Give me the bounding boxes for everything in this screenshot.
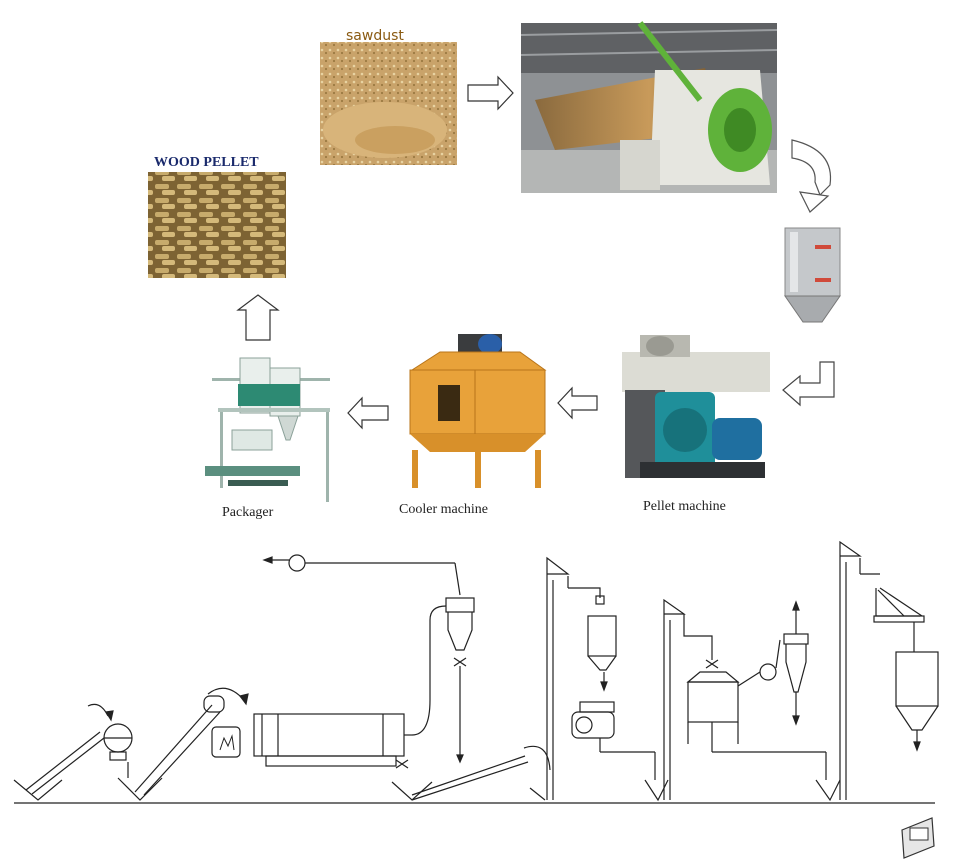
feeding-hopper-photo bbox=[784, 227, 841, 323]
sawdust-photo bbox=[320, 42, 457, 165]
cyclone-1 bbox=[445, 597, 475, 613]
wood-pellet-photo bbox=[148, 172, 286, 278]
arrow-left-icon bbox=[347, 396, 389, 430]
intake-hopper bbox=[13, 779, 63, 801]
arrow-left-icon bbox=[557, 386, 598, 420]
pellet-machine-label: Pellet machine bbox=[643, 499, 726, 514]
bent-arrow-icon bbox=[782, 361, 835, 407]
bucket-elevator-1 bbox=[546, 556, 570, 800]
cyclone-2 bbox=[783, 633, 809, 645]
packager-label: Packager bbox=[222, 505, 274, 520]
bucket-elevator-3 bbox=[839, 540, 862, 800]
fan-2 bbox=[759, 663, 777, 681]
furnace bbox=[211, 726, 241, 758]
arrow-right-icon bbox=[467, 75, 514, 111]
exhaust-fan bbox=[288, 554, 306, 572]
logo-icon bbox=[901, 817, 935, 859]
rotary-dryer-photo bbox=[520, 21, 778, 193]
bucket-elevator-2 bbox=[663, 598, 686, 800]
pellet-machine-photo bbox=[622, 335, 770, 478]
process-schematic bbox=[13, 540, 939, 804]
storage-bin-1 bbox=[587, 615, 617, 657]
cooler-schematic bbox=[686, 671, 740, 683]
cooler-machine-photo bbox=[409, 334, 547, 488]
packing-bin bbox=[895, 651, 939, 707]
sawdust-label: sawdust bbox=[346, 28, 404, 44]
wood-pellet-label: WOOD PELLET bbox=[154, 155, 259, 170]
pellet-mill bbox=[579, 701, 615, 713]
arrow-up-icon bbox=[236, 294, 280, 341]
cooler-label: Cooler machine bbox=[399, 502, 488, 517]
curved-arrow-icon bbox=[791, 139, 832, 213]
packager-photo bbox=[205, 357, 330, 502]
rotary-dryer bbox=[253, 713, 405, 757]
